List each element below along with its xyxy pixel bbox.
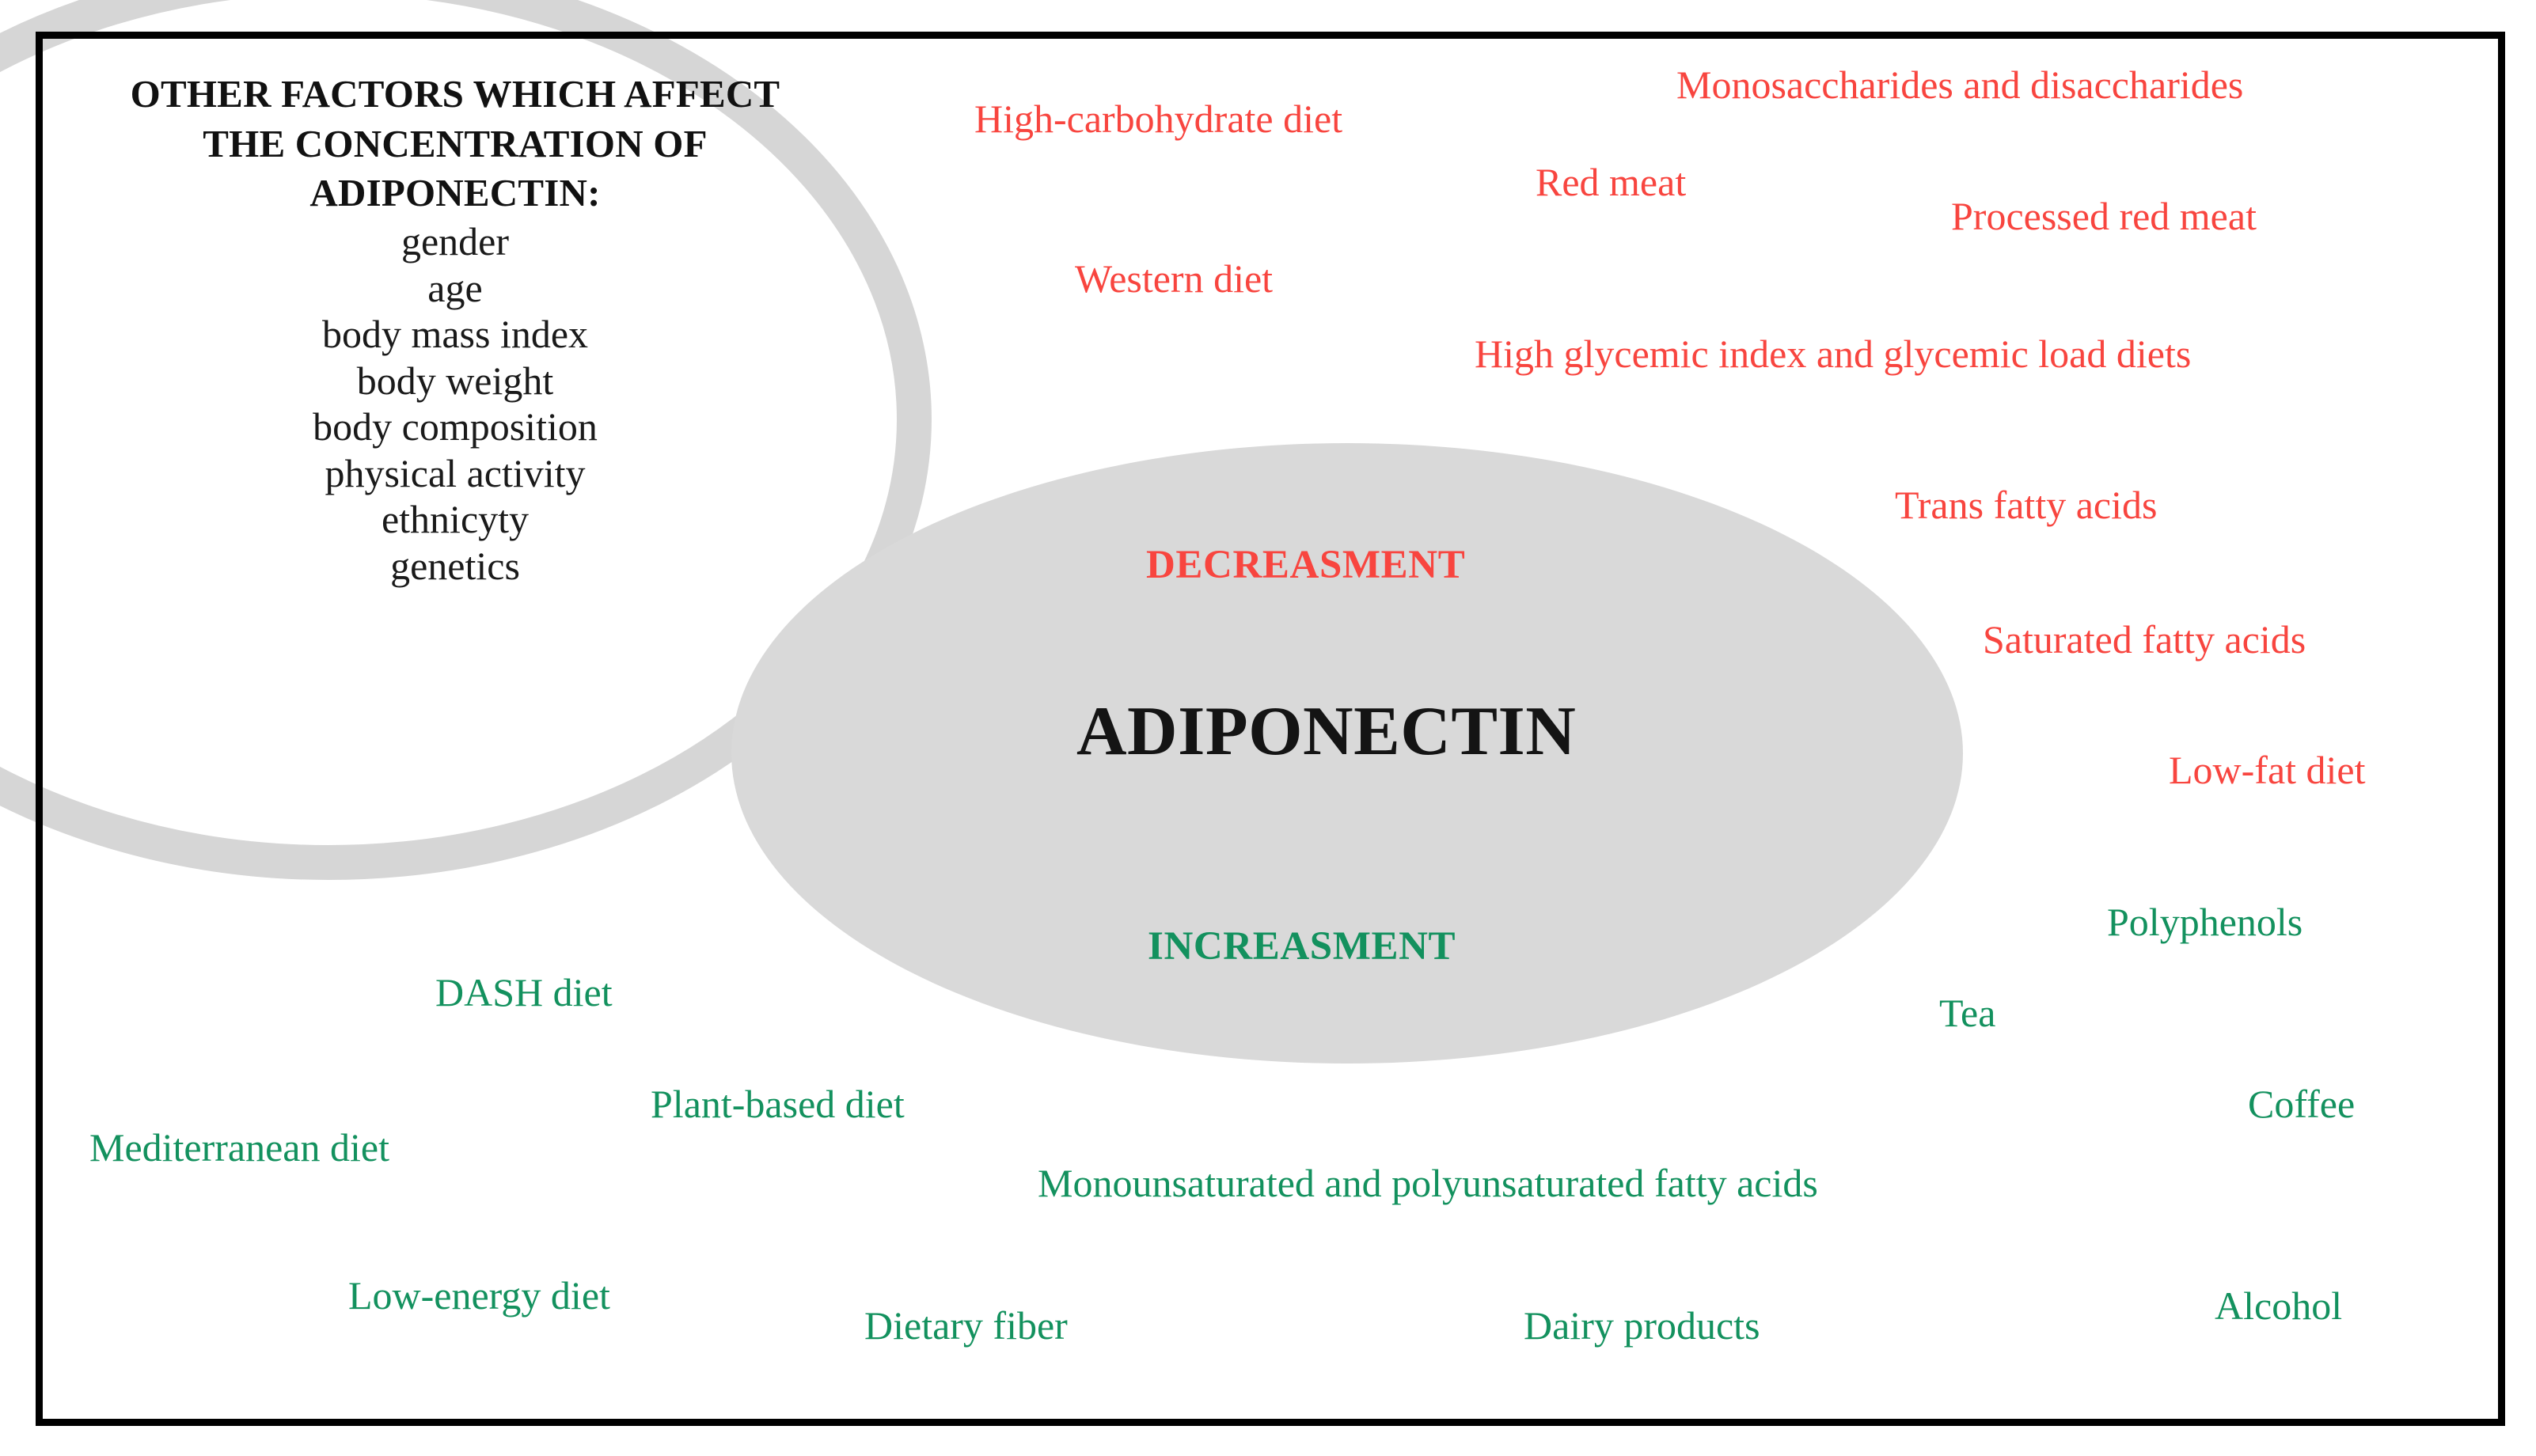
decrease-factor-label: Monosaccharides and disaccharides [1676, 63, 2244, 107]
list-item: genetics [390, 543, 520, 588]
adiponectin-ellipse [731, 443, 1963, 1064]
increase-factor-label: Low-energy diet [348, 1273, 610, 1318]
other-factors-title-line-2: THE CONCENTRATION OF [203, 121, 708, 165]
list-item: body mass index [321, 312, 589, 357]
decrease-factor-label: Trans fatty acids [1895, 483, 2158, 527]
other-factors-ring-ellipse [0, 0, 932, 880]
increase-factor-label: Tea [1939, 991, 1996, 1035]
increase-factor-label: Dairy products [1524, 1303, 1760, 1348]
list-item: body weight [356, 358, 554, 403]
other-factors-title-line-3: ADIPONECTIN: [309, 171, 601, 215]
other-factors-block: OTHER FACTORS WHICH AFFECT THE CONCENTRA… [55, 70, 855, 589]
list-item: physical activity [325, 450, 586, 495]
increase-factor-label: Mediterranean diet [89, 1125, 389, 1170]
adiponectin-title: ADIPONECTIN [1076, 693, 1577, 770]
increase-factor-label: Alcohol [2215, 1283, 2343, 1328]
increase-factor-label: Monounsaturated and polyunsaturated fatt… [1038, 1161, 1818, 1205]
decrease-factor-label: Saturated fatty acids [1983, 617, 2306, 662]
decrease-factor-label: Red meat [1536, 160, 1687, 204]
decrease-factor-label: Processed red meat [1951, 194, 2257, 238]
increasement-label: INCREASMENT [1148, 924, 1456, 969]
other-factors-list: gender age body mass index body weight b… [55, 218, 855, 589]
decrease-factor-label: High-carbohydrate diet [974, 97, 1343, 141]
increase-factor-label: DASH diet [435, 970, 613, 1014]
list-item: body composition [313, 404, 598, 449]
decreasement-label: DECREASMENT [1146, 543, 1466, 587]
increase-factor-label: Polyphenols [2107, 900, 2303, 944]
decrease-factor-label: Low-fat diet [2169, 748, 2366, 792]
figure-frame [36, 32, 2505, 1426]
increase-factor-label: Dietary fiber [864, 1303, 1068, 1348]
decrease-factor-label: Western diet [1075, 256, 1274, 301]
other-factors-title-line-1: OTHER FACTORS WHICH AFFECT [130, 72, 780, 116]
list-item: age [427, 265, 483, 310]
other-factors-title: OTHER FACTORS WHICH AFFECT THE CONCENTRA… [55, 70, 855, 218]
increase-factor-label: Plant-based diet [651, 1082, 905, 1126]
decrease-factor-label: High glycemic index and glycemic load di… [1475, 332, 2192, 376]
increase-factor-label: Coffee [2248, 1082, 2356, 1126]
list-item: gender [401, 219, 510, 264]
list-item: ethnicyty [381, 497, 530, 542]
